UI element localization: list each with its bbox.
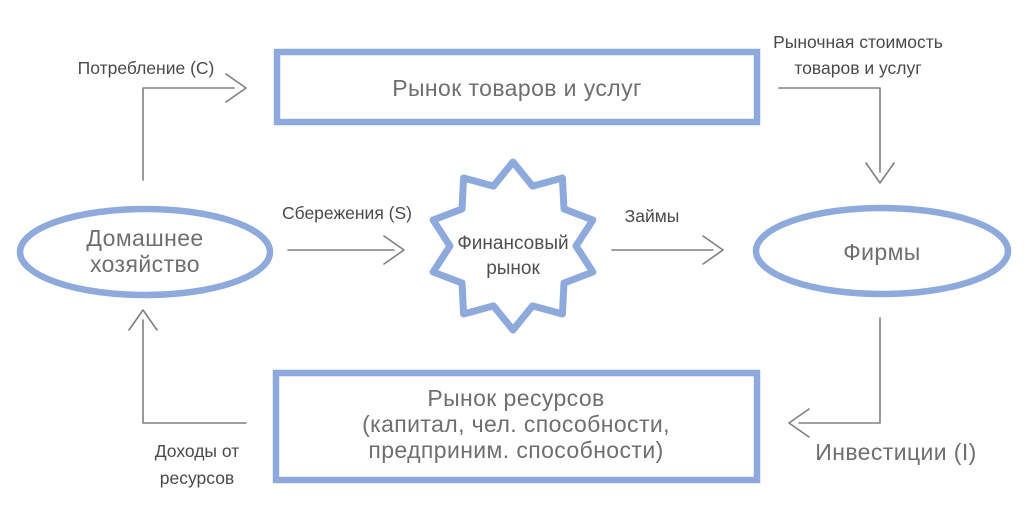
resource-income-label-line2: ресурсов [160,468,234,488]
goods-market-label: Рынок товаров и услуг [392,75,642,101]
loans-label: Займы [625,206,680,226]
firms-label: Фирмы [843,239,920,265]
resource-income-label-line1: Доходы от [155,441,240,461]
arrow-market-value [778,87,895,184]
household-node: Домашнее хозяйство [16,205,274,299]
goods-market-box [273,48,761,126]
firms-node: Фирмы [752,204,1012,298]
financial-market-node: Финансовый рынок [429,158,597,334]
market-value-label-line1: Рыночная стоимость [773,32,943,52]
savings-label: Сбережения (S) [282,203,412,223]
financial-market-label-line1: Финансовый [457,233,568,254]
resources-market-node: Рынок ресурсов (капитал, чел. способност… [272,369,761,484]
consumption-label: Потребление (C) [78,58,215,78]
resources-market-box [272,369,761,484]
financial-market-star [429,158,597,334]
arrow-resource-income [128,309,247,424]
household-ellipse [16,205,274,299]
market-value-label-line2: товаров и услуг [794,58,921,78]
household-label-line1: Домашнее [86,225,203,251]
household-label-line2: хозяйство [90,251,200,277]
arrow-consumption [142,73,247,181]
resources-market-label-line3: предприним. способности) [368,437,663,463]
investments-label: Инвестиции (I) [815,439,976,465]
firms-ellipse [752,204,1012,298]
arrow-investments [788,317,881,438]
financial-market-label-line2: рынок [486,258,540,279]
resources-market-label-line2: (капитал, чел. способности, [362,411,670,437]
resources-market-label-line1: Рынок ресурсов [427,385,604,411]
arrow-savings [287,235,405,265]
goods-market-node: Рынок товаров и услуг [273,48,761,126]
arrow-loans [611,235,724,265]
